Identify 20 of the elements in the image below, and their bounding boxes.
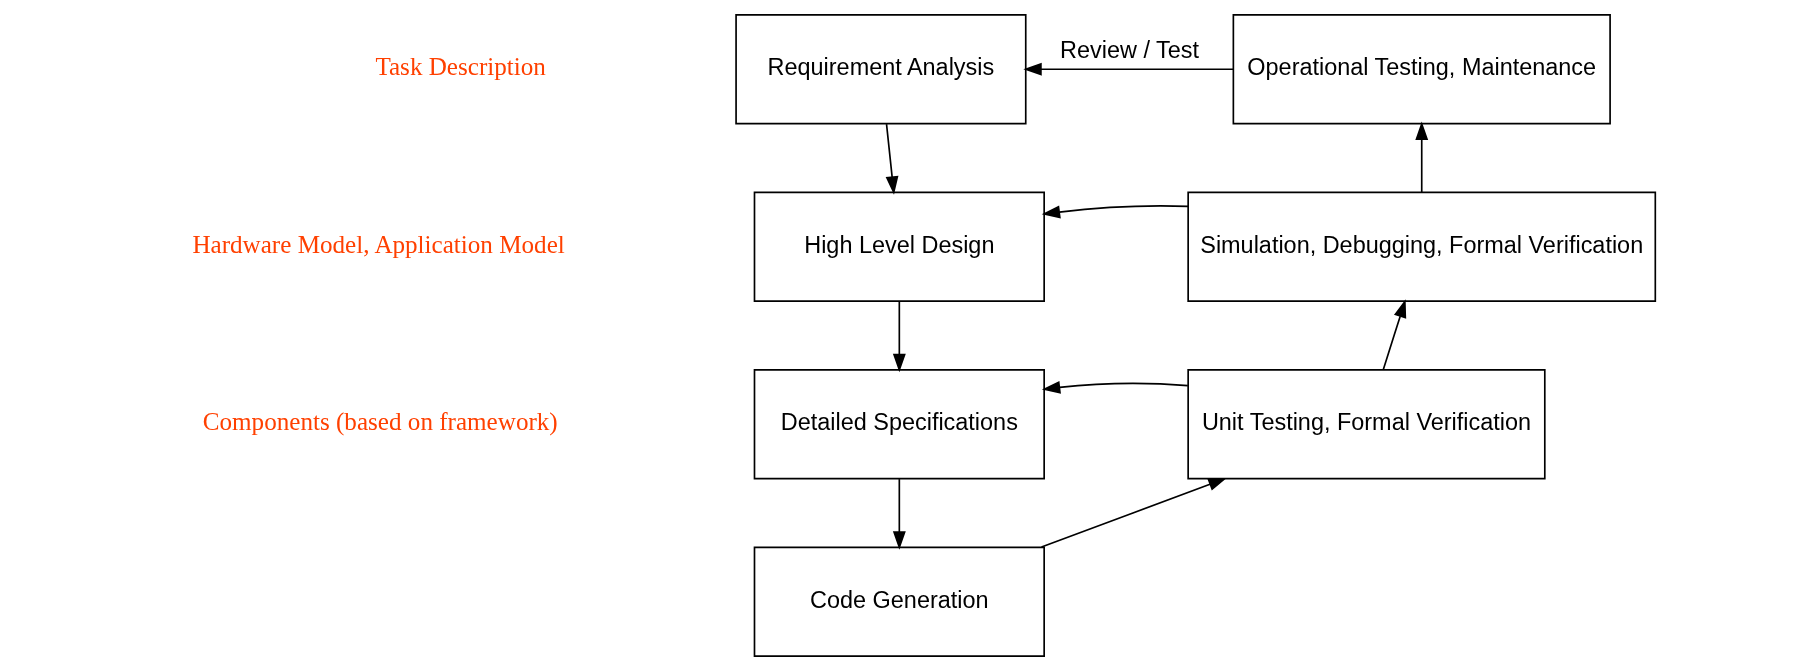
node-box: Requirement Analysis	[734, 14, 1027, 125]
arrow	[892, 300, 906, 373]
label: Hardware Model, Application Model	[191, 230, 565, 258]
arrow	[892, 478, 906, 550]
arrow	[1041, 205, 1189, 219]
node-box: Unit Testing, Formal Verification	[1186, 369, 1546, 480]
arrow	[1022, 62, 1234, 76]
node-box: Detailed Specifications	[753, 369, 1045, 480]
arrow	[1041, 381, 1189, 394]
edge-label: Review / Test	[1059, 36, 1199, 63]
node-box: Simulation, Debugging, Formal Verification	[1186, 191, 1656, 302]
arrow	[1381, 299, 1406, 371]
arrow	[885, 123, 898, 195]
node-box: High Level Design	[753, 191, 1045, 302]
label: Task Description	[374, 53, 546, 81]
node-box: Code Generation	[753, 546, 1045, 657]
label: Components (based on framework)	[202, 408, 558, 436]
arrow	[1040, 478, 1227, 548]
node-box: Operational Testing, Maintenance	[1232, 14, 1611, 125]
arrow	[1414, 121, 1428, 194]
